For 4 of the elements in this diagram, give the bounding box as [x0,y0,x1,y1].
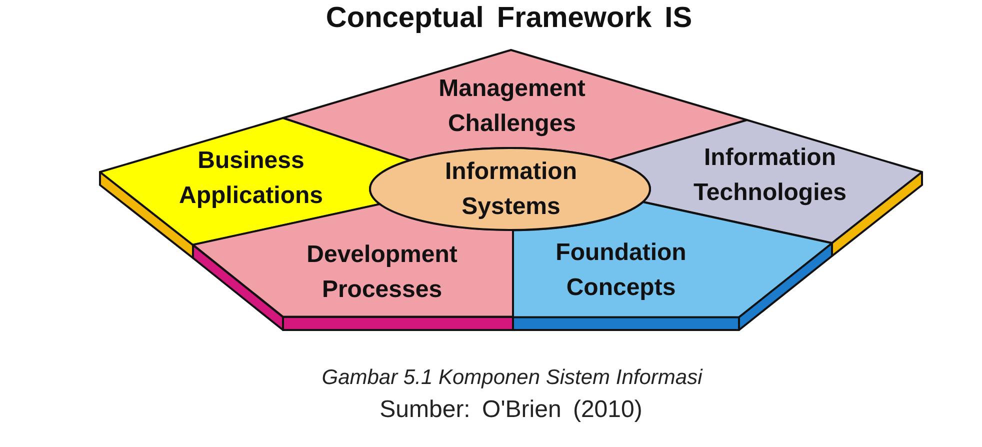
segment-label: Management Challenges [438,74,586,139]
figure-caption: Gambar 5.1 Komponen Sistem Informasi [322,365,702,391]
source-note: Sumber: O'Brien (2010) [380,396,642,424]
diagram-title: Conceptual Framework IS [326,1,692,35]
